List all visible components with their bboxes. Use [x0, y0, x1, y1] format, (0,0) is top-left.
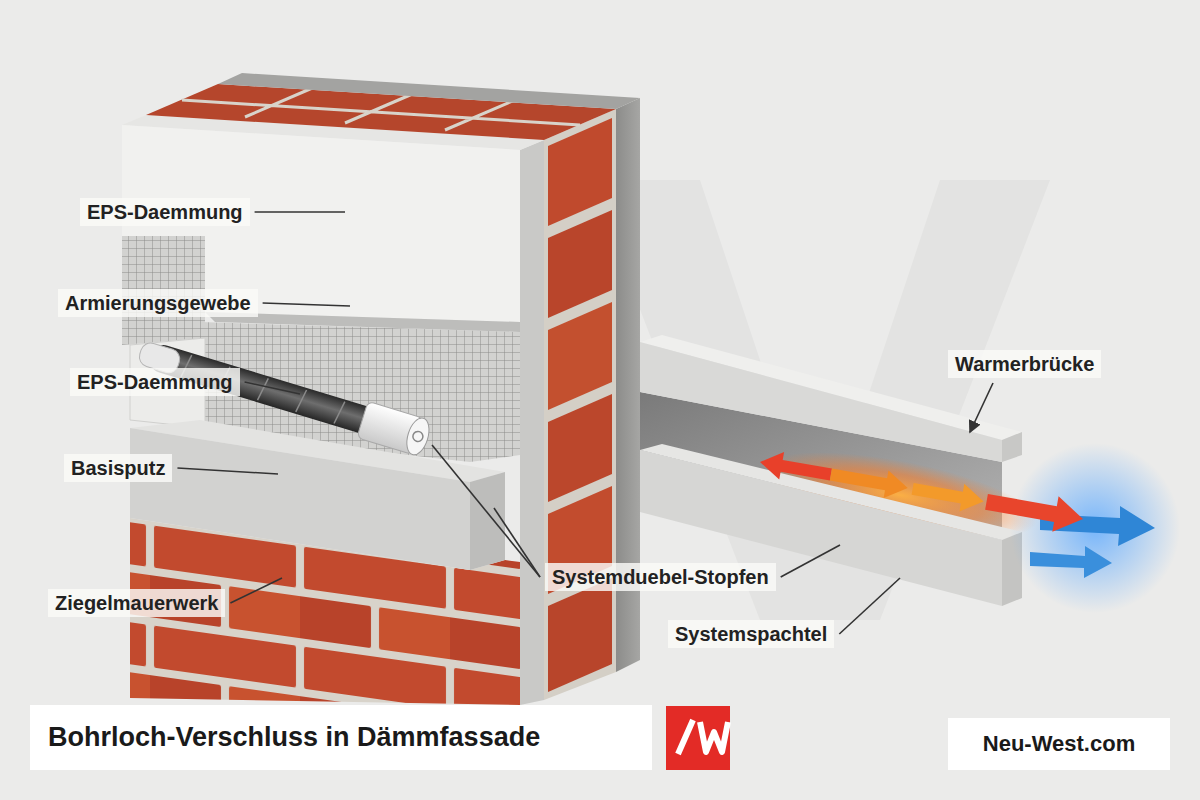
brand-box: Neu-West.com — [948, 718, 1170, 770]
heat-arrows — [757, 443, 1180, 613]
watermark — [590, 180, 1050, 620]
wall-section — [548, 578, 612, 692]
title-box: Bohrloch-Verschluss in Dämmfassade — [30, 705, 652, 770]
part-label: Systemduebel-Stopfen — [545, 563, 776, 591]
part-label: Warmerbrücke — [948, 350, 1101, 378]
brand-text: Neu-West.com — [983, 731, 1135, 757]
leader-line — [432, 445, 540, 577]
brand-logo — [678, 720, 728, 754]
part-label: Ziegelmauerwerk — [48, 589, 225, 617]
leader-line — [839, 578, 900, 634]
part-label: Basisputz — [64, 454, 172, 482]
leader-line — [230, 578, 282, 603]
heat-arrows — [757, 444, 1086, 536]
part-label: Systemspachtel — [668, 620, 834, 648]
brand-logo — [666, 706, 730, 770]
base-plaster — [130, 420, 505, 570]
heat-arrows — [910, 475, 986, 515]
wall-section — [520, 140, 544, 705]
leader-line — [255, 211, 345, 213]
leader-line — [781, 545, 840, 577]
watermark — [590, 180, 1050, 620]
wall-section — [544, 109, 616, 700]
leader-line — [263, 303, 350, 306]
heat-arrows — [983, 484, 1086, 536]
part-label: Armierungsgewebe — [58, 289, 258, 317]
dowel — [403, 415, 433, 457]
base-plaster — [470, 472, 505, 570]
leader-line — [177, 468, 278, 474]
part-label: EPS-Daemmung — [70, 368, 240, 396]
part-label: EPS-Daemmung — [80, 198, 250, 226]
heat-arrows — [1010, 443, 1180, 613]
heat-arrows — [758, 448, 834, 488]
brand-logo — [666, 706, 730, 770]
leader-line — [245, 382, 300, 394]
wall-section — [548, 210, 612, 318]
title-text: Bohrloch-Verschluss in Dämmfassade — [48, 722, 540, 753]
wall-section — [520, 98, 640, 705]
filler-bars — [1002, 432, 1022, 462]
wall-section — [548, 302, 612, 410]
heat-arrows — [1030, 546, 1112, 578]
dowel — [412, 430, 424, 442]
base-plaster — [130, 428, 470, 570]
wall-top — [218, 73, 640, 109]
wall-section — [548, 394, 612, 502]
wall-section — [548, 118, 612, 226]
leader-line — [970, 383, 993, 432]
leader-line — [494, 508, 540, 577]
heat-arrows — [828, 461, 910, 502]
